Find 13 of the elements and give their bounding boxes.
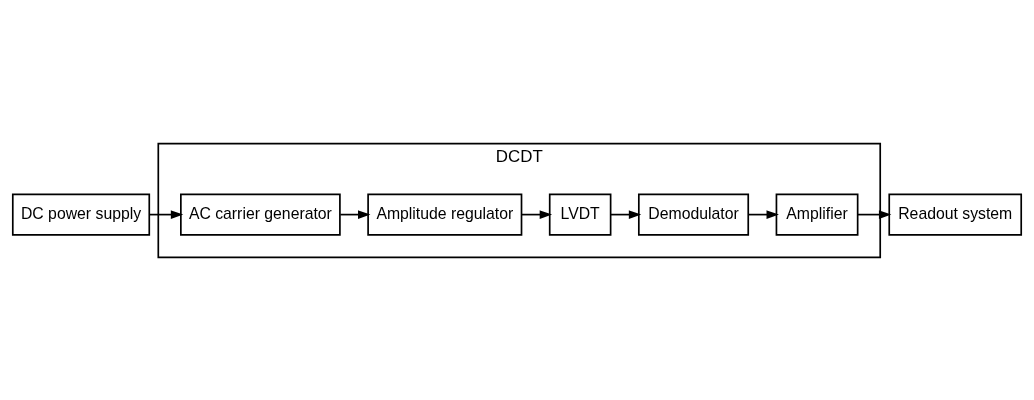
arrow	[609, 209, 642, 219]
node-box: LVDT	[548, 192, 612, 236]
node-box: Readout system	[888, 192, 1023, 236]
node-box: Amplifier	[775, 192, 859, 236]
node-box: Amplitude regulator	[367, 192, 523, 236]
node-box: DC power supply	[11, 192, 151, 236]
arrow	[520, 209, 553, 219]
node-box: AC carrier generator	[180, 192, 341, 236]
node-box: Demodulator	[637, 192, 750, 236]
arrow	[339, 209, 371, 219]
arrow	[857, 209, 892, 219]
arrow	[148, 209, 184, 219]
arrow	[747, 209, 779, 219]
